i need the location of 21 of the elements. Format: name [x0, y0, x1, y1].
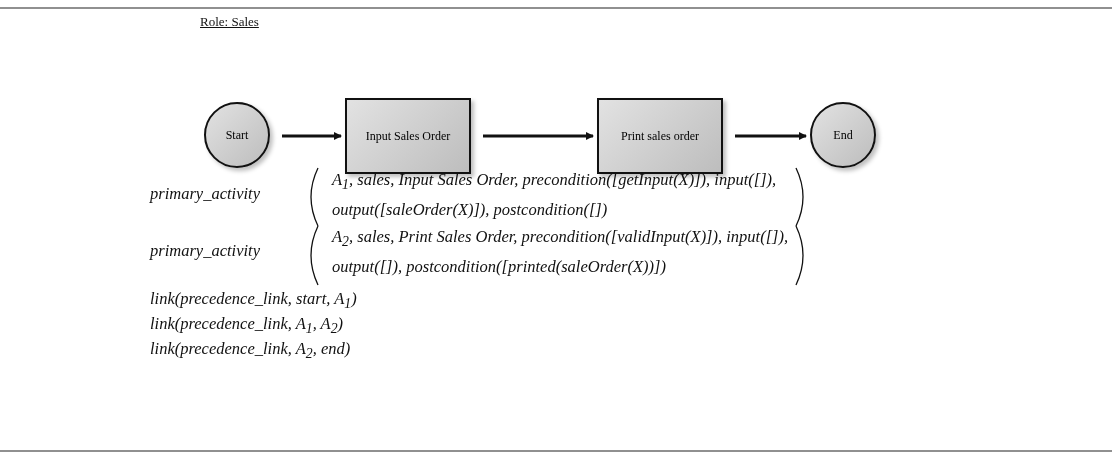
formula-text: link(precedence_link, A$_{2}$, end) [150, 339, 351, 363]
arrow [483, 132, 594, 140]
terminal-circle [810, 102, 876, 168]
node-label: Input Sales Order [365, 128, 451, 144]
node-label: End [833, 127, 853, 143]
formula-text: link(precedence_link, A$_{1}$, A$_{2}$) [150, 314, 344, 338]
formula-text: output([saleOrder(X)]), postcondition([]) [332, 200, 608, 220]
process-box [597, 98, 723, 174]
formula-text: primary_activity [150, 184, 260, 204]
arrow [282, 132, 342, 140]
process-box [345, 98, 471, 174]
formula-text: A$_{2}$, sales, Print Sales Order, precondition([validInput(X)]), input([]), [332, 227, 789, 251]
role-heading: Role: Sales [200, 14, 259, 30]
formula-text: A$_{1}$, sales, Input Sales Order, precondition([getInput(X)]), input([]), [332, 170, 777, 194]
formula-text: link(precedence_link, start, A$_{1}$) [150, 289, 357, 313]
arrow [735, 132, 807, 140]
node-label: Start [225, 127, 249, 143]
node-label: Print sales order [621, 128, 699, 144]
terminal-circle [204, 102, 270, 168]
formula-text: primary_activity [150, 241, 260, 261]
formula-text: output([]), postcondition([printed(saleOrder(X))]) [332, 257, 666, 277]
